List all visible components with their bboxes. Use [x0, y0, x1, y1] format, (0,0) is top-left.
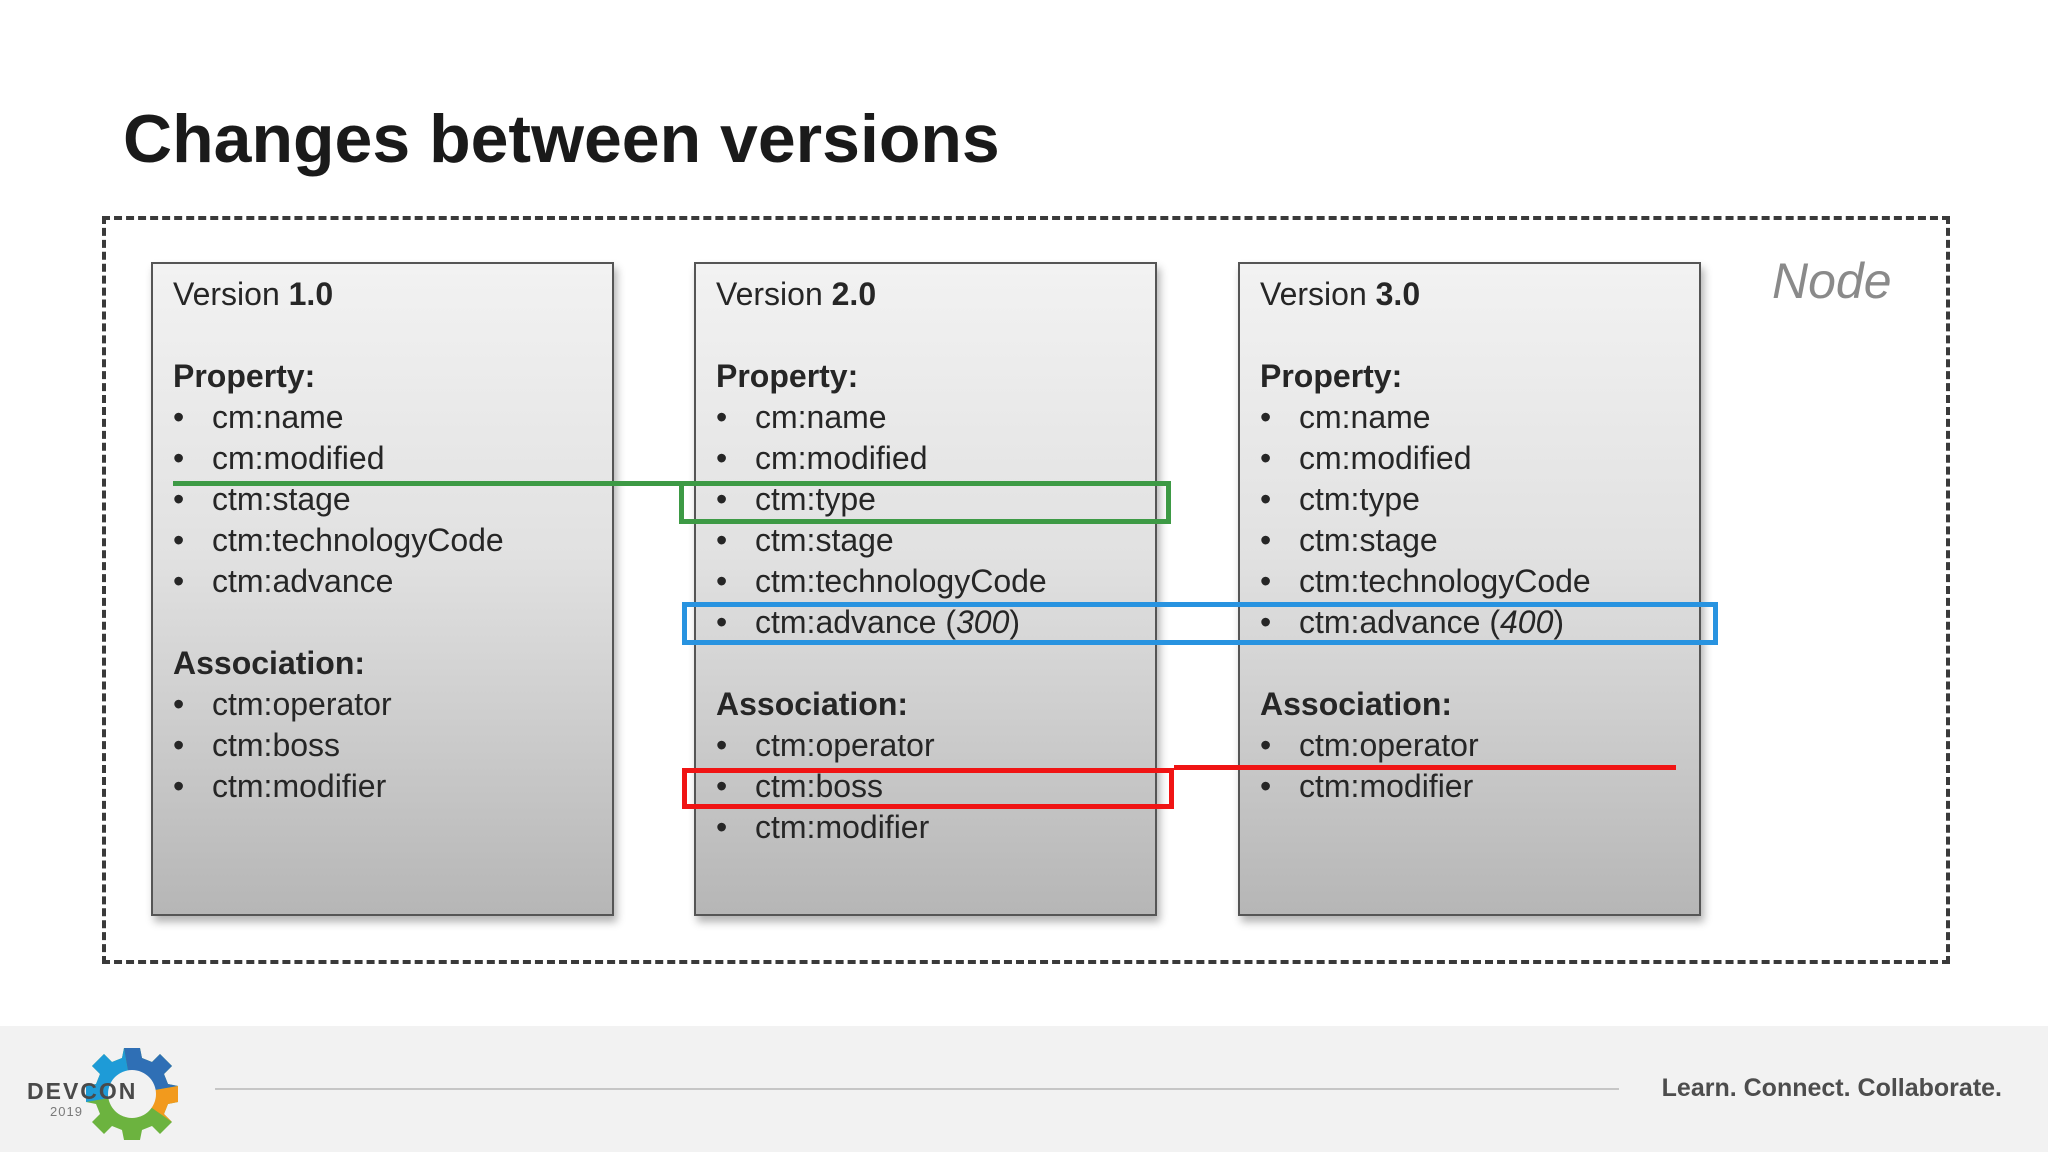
- property-item: •ctm:advance: [173, 561, 504, 602]
- bullet-icon: •: [173, 686, 185, 722]
- advance-value: 400: [1499, 604, 1554, 640]
- version-number: 1.0: [288, 276, 334, 312]
- property-item: •cm:modified: [173, 438, 504, 479]
- association-item: •ctm:operator: [1260, 725, 1591, 766]
- association-item: •ctm:modifier: [1260, 766, 1591, 807]
- association-list: •ctm:operator •ctm:boss •ctm:modifier: [716, 725, 1047, 848]
- bullet-icon: •: [716, 399, 728, 435]
- version-number: 3.0: [1375, 276, 1421, 312]
- association-item: •ctm:modifier: [716, 807, 1047, 848]
- brand-name: DEVCON: [27, 1078, 138, 1104]
- bullet-icon: •: [716, 522, 728, 558]
- association-heading: Association:: [173, 645, 366, 681]
- bullet-icon: •: [1260, 563, 1272, 599]
- bullet-icon: •: [1260, 727, 1272, 763]
- removed-association-highlight: [682, 768, 1174, 809]
- bullet-icon: •: [1260, 481, 1272, 517]
- changed-property-highlight: [682, 602, 1718, 645]
- bullet-icon: •: [716, 809, 728, 845]
- bullet-icon: •: [716, 481, 728, 517]
- property-item: •cm:name: [1260, 397, 1591, 438]
- bullet-icon: •: [716, 727, 728, 763]
- version-prefix: Version: [1260, 276, 1367, 312]
- property-item: •ctm:stage: [173, 479, 504, 520]
- version-box-2: Version 2.0 Property: •cm:name •cm:modif…: [694, 262, 1157, 916]
- bullet-icon: •: [716, 768, 728, 804]
- footer-tagline: Learn. Connect. Collaborate.: [1661, 1074, 2002, 1102]
- property-item: •ctm:technologyCode: [716, 561, 1047, 602]
- property-item: •ctm:technologyCode: [173, 520, 504, 561]
- version-heading: Version 2.0: [716, 274, 1047, 315]
- bullet-icon: •: [173, 768, 185, 804]
- property-heading: Property:: [716, 358, 859, 394]
- property-item: •cm:name: [716, 397, 1047, 438]
- property-heading: Property:: [1260, 358, 1403, 394]
- property-item: •ctm:stage: [716, 520, 1047, 561]
- property-list: •cm:name •cm:modified •ctm:type •ctm:sta…: [1260, 397, 1591, 643]
- brand-year: 2019: [50, 1104, 83, 1119]
- footer-divider: [215, 1088, 1619, 1090]
- bullet-icon: •: [173, 440, 185, 476]
- bullet-icon: •: [173, 522, 185, 558]
- node-frame: [102, 216, 1950, 964]
- bullet-icon: •: [1260, 768, 1272, 804]
- version-prefix: Version: [173, 276, 280, 312]
- version-heading: Version 1.0: [173, 274, 504, 315]
- property-item: •cm:modified: [1260, 438, 1591, 479]
- bullet-icon: •: [716, 563, 728, 599]
- version-heading: Version 3.0: [1260, 274, 1591, 315]
- property-item: •ctm:type: [716, 479, 1047, 520]
- association-item: •ctm:boss: [173, 725, 504, 766]
- version-number: 2.0: [831, 276, 877, 312]
- bullet-icon: •: [1260, 522, 1272, 558]
- association-heading: Association:: [1260, 686, 1453, 722]
- added-connector-line: [173, 481, 685, 486]
- version-prefix: Version: [716, 276, 823, 312]
- association-heading: Association:: [716, 686, 909, 722]
- bullet-icon: •: [1260, 440, 1272, 476]
- property-item: •ctm:stage: [1260, 520, 1591, 561]
- property-item: •ctm:advance (400): [1260, 602, 1591, 643]
- node-label: Node: [1772, 253, 1892, 309]
- property-item: •ctm:type: [1260, 479, 1591, 520]
- version-box-3: Version 3.0 Property: •cm:name •cm:modif…: [1238, 262, 1701, 916]
- property-item: •ctm:technologyCode: [1260, 561, 1591, 602]
- version-box-1: Version 1.0 Property: •cm:name •cm:modif…: [151, 262, 614, 916]
- bullet-icon: •: [716, 440, 728, 476]
- association-item: •ctm:boss: [716, 766, 1047, 807]
- property-item: •cm:modified: [716, 438, 1047, 479]
- removed-connector-line: [1174, 765, 1676, 770]
- bullet-icon: •: [173, 399, 185, 435]
- bullet-icon: •: [173, 727, 185, 763]
- bullet-icon: •: [173, 481, 185, 517]
- bullet-icon: •: [1260, 604, 1272, 640]
- gear-icon: [86, 1048, 178, 1140]
- added-property-highlight: [679, 481, 1171, 524]
- property-list: •cm:name •cm:modified •ctm:stage •ctm:te…: [173, 397, 504, 602]
- property-item: •ctm:advance (300): [716, 602, 1047, 643]
- property-heading: Property:: [173, 358, 316, 394]
- property-item: •cm:name: [173, 397, 504, 438]
- association-list: •ctm:operator •ctm:modifier: [1260, 725, 1591, 807]
- association-item: •ctm:modifier: [173, 766, 504, 807]
- association-item: •ctm:operator: [716, 725, 1047, 766]
- bullet-icon: •: [1260, 399, 1272, 435]
- footer-bar: DEVCON 2019 Learn. Connect. Collaborate.: [0, 1026, 2048, 1152]
- slide-title: Changes between versions: [123, 101, 1000, 177]
- association-item: •ctm:operator: [173, 684, 504, 725]
- bullet-icon: •: [173, 563, 185, 599]
- association-list: •ctm:operator •ctm:boss •ctm:modifier: [173, 684, 504, 807]
- advance-value: 300: [955, 604, 1010, 640]
- property-list: •cm:name •cm:modified •ctm:type •ctm:sta…: [716, 397, 1047, 643]
- bullet-icon: •: [716, 604, 728, 640]
